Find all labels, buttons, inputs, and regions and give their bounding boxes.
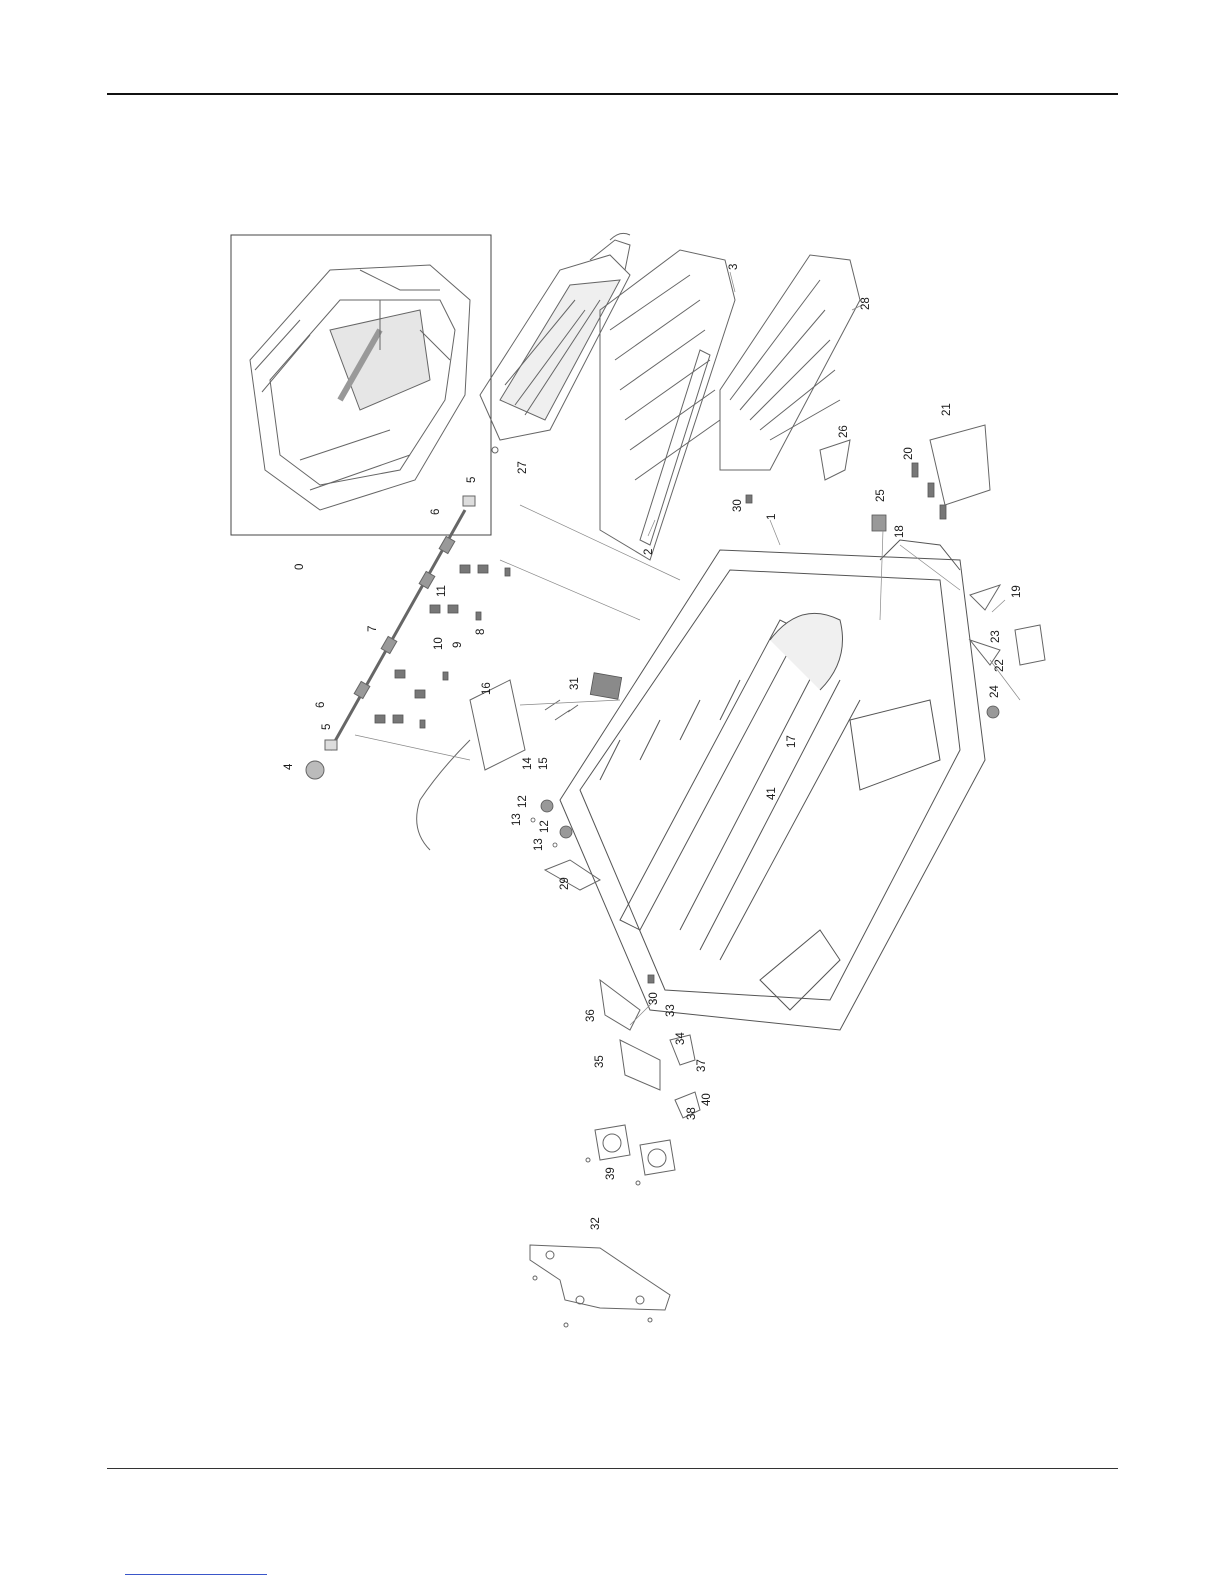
callout-5a: 5 (321, 724, 333, 730)
footer-rule (107, 1468, 1118, 1469)
callout-35: 35 (594, 1055, 606, 1068)
callout-25: 25 (875, 489, 887, 502)
assembly-inset (231, 235, 491, 535)
callout-21: 21 (941, 403, 953, 416)
callout-6a: 6 (315, 702, 327, 708)
right-brackets (820, 425, 1045, 665)
callout-37: 37 (696, 1059, 708, 1072)
callout-10: 10 (433, 637, 445, 650)
callout-30b: 30 (648, 992, 660, 1005)
callout-28: 28 (860, 297, 872, 310)
callout-13a: 13 (511, 813, 523, 826)
callout-23: 23 (990, 630, 1002, 643)
callout-4: 4 (283, 763, 295, 770)
callout-9: 9 (452, 642, 464, 648)
callout-29: 29 (559, 877, 571, 890)
callout-3: 3 (728, 264, 740, 270)
callout-38: 38 (686, 1107, 698, 1120)
callout-32: 32 (590, 1217, 602, 1230)
callout-7: 7 (367, 626, 379, 632)
callout-27: 27 (517, 461, 529, 474)
callout-22: 22 (994, 659, 1006, 672)
callout-14: 14 (522, 757, 534, 770)
callout-0: 0 (294, 564, 306, 570)
callout-31: 31 (569, 677, 581, 690)
callout-33: 33 (665, 1004, 677, 1017)
callout-34: 34 (675, 1032, 687, 1045)
motor-assemblies (586, 1125, 675, 1185)
bottom-plate (530, 1245, 670, 1327)
roller-shaft (306, 496, 475, 779)
callout-15: 15 (538, 757, 550, 770)
guide-plates (600, 250, 860, 560)
callout-6b: 6 (430, 509, 442, 515)
callout-8: 8 (475, 629, 487, 635)
fuser-unit (480, 233, 630, 453)
callout-20: 20 (903, 447, 915, 460)
footer-link-underline[interactable] (125, 1574, 267, 1575)
main-frame (560, 540, 985, 1030)
callout-5b: 5 (466, 477, 478, 483)
callout-13b: 13 (533, 838, 545, 851)
callout-16: 16 (481, 682, 493, 695)
callout-1: 1 (766, 514, 778, 520)
lower-brackets (545, 860, 700, 1118)
callout-26: 26 (838, 425, 850, 438)
sensor-board (417, 680, 578, 850)
callout-36: 36 (585, 1009, 597, 1022)
callout-12a: 12 (517, 795, 529, 808)
callout-39: 39 (605, 1167, 617, 1180)
callout-2: 2 (643, 549, 655, 555)
callout-17: 17 (786, 735, 798, 748)
callout-11: 11 (436, 585, 448, 597)
callout-12b: 12 (539, 820, 551, 833)
callout-19: 19 (1011, 585, 1023, 598)
callout-30a: 30 (732, 499, 744, 512)
callout-40: 40 (701, 1093, 713, 1106)
callout-18: 18 (894, 525, 906, 538)
callout-24: 24 (989, 685, 1001, 698)
callout-labels: 0 1 2 3 4 5 5 6 6 7 8 9 10 11 12 12 13 1… (283, 264, 1023, 1230)
callout-41: 41 (766, 787, 778, 800)
